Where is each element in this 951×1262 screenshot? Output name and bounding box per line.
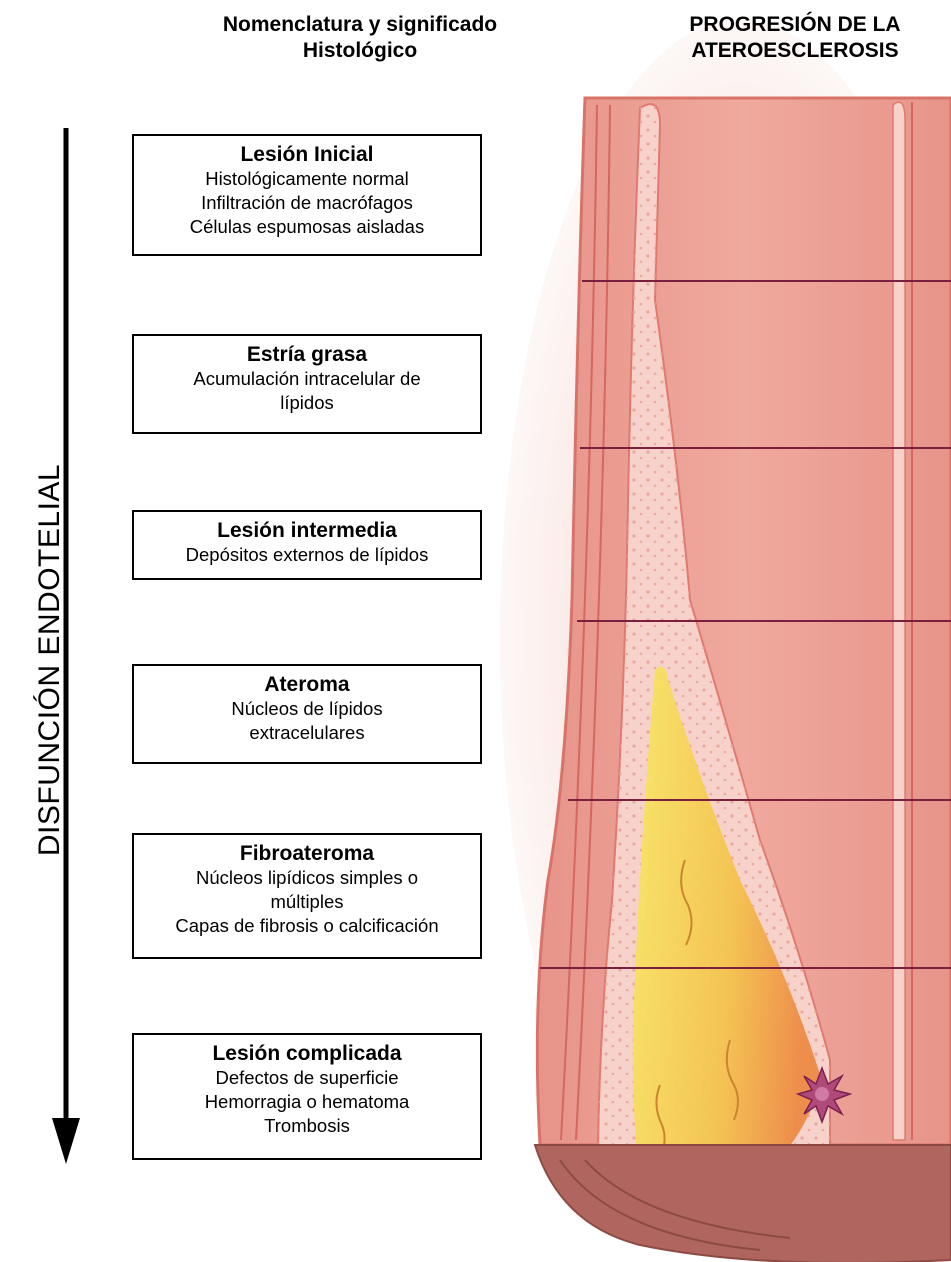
stage-line: múltiples: [138, 890, 476, 914]
stage-line: Depósitos externos de lípidos: [138, 543, 476, 567]
stage-title: Ateroma: [138, 672, 476, 697]
stage-box-fatty-streak: Estría grasa Acumulación intracelular de…: [132, 334, 482, 434]
header-histology: Nomenclatura y significado Histológico: [150, 12, 570, 64]
side-label-endothelial-dysfunction: DISFUNCIÓN ENDOTELIAL: [33, 464, 67, 856]
stage-title: Lesión intermedia: [138, 518, 476, 543]
vessel-base: [535, 1145, 951, 1262]
stage-box-intermediate-lesion: Lesión intermedia Depósitos externos de …: [132, 510, 482, 580]
stage-line: Capas de fibrosis o calcificación: [138, 914, 476, 938]
stage-line: Núcleos lipídicos simples o: [138, 866, 476, 890]
stage-line: Células espumosas aisladas: [138, 215, 476, 239]
stage-line: extracelulares: [138, 721, 476, 745]
stage-line: lípidos: [138, 391, 476, 415]
stage-box-initial-lesion: Lesión Inicial Histológicamente normal I…: [132, 134, 482, 256]
stage-title: Lesión Inicial: [138, 142, 476, 167]
stage-line: Trombosis: [138, 1114, 476, 1138]
stage-line: Hemorragia o hematoma: [138, 1090, 476, 1114]
stage-box-atheroma: Ateroma Núcleos de lípidos extracelulare…: [132, 664, 482, 764]
stage-box-fibroatheroma: Fibroateroma Núcleos lipídicos simples o…: [132, 833, 482, 959]
stage-title: Estría grasa: [138, 342, 476, 367]
stage-line: Núcleos de lípidos: [138, 697, 476, 721]
stage-line: Histológicamente normal: [138, 167, 476, 191]
stage-title: Lesión complicada: [138, 1041, 476, 1066]
stage-title: Fibroateroma: [138, 841, 476, 866]
stage-line: Defectos de superficie: [138, 1066, 476, 1090]
stage-line: Acumulación intracelular de: [138, 367, 476, 391]
stage-box-complicated-lesion: Lesión complicada Defectos de superficie…: [132, 1033, 482, 1160]
stage-line: Infiltración de macrófagos: [138, 191, 476, 215]
header-progression: PROGRESIÓN DE LA ATEROESCLEROSIS: [610, 12, 951, 64]
